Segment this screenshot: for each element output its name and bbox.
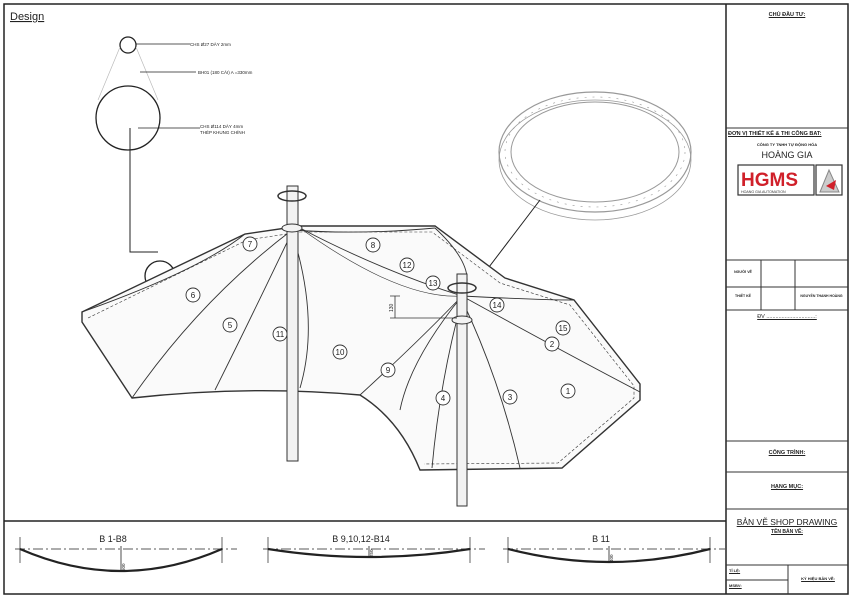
member-label-7: 7 <box>242 236 258 252</box>
item-label: HẠNG MỤC: <box>770 484 804 490</box>
section-title: B 9,10,12-B14 <box>332 534 390 544</box>
svg-text:4: 4 <box>441 394 446 403</box>
logo-text: HGMS <box>741 170 798 191</box>
hgms-logo: HGMS HOANG GIA AUTOMATION <box>737 164 843 196</box>
svg-text:14: 14 <box>493 301 502 310</box>
owner-label: CHỦ ĐẦU TƯ: <box>768 12 806 18</box>
svg-text:9: 9 <box>386 366 391 375</box>
svg-text:15: 15 <box>559 324 568 333</box>
canopy-frame <box>81 225 641 471</box>
svg-text:2: 2 <box>550 340 555 349</box>
drawing-type: BẢN VẼ SHOP DRAWING <box>736 517 838 527</box>
member-label-2: 2 <box>544 336 560 352</box>
pipe-detail <box>95 36 200 292</box>
row2-label: THIẾT KẾ <box>735 294 751 298</box>
section-dim: 400 <box>609 554 614 562</box>
svg-text:10: 10 <box>336 348 345 357</box>
sheet-border <box>3 3 849 595</box>
svg-text:13: 13 <box>429 279 438 288</box>
section-title: B 11 <box>592 534 610 544</box>
column-dim: 130 <box>389 303 395 312</box>
contractor-label: ĐƠN VỊ THIẾT KẾ & THI CÔNG BAT: <box>728 131 822 137</box>
row2-value: NGUYỄN THANH HOÀNG <box>800 294 843 298</box>
section-dim: 500 <box>121 563 126 571</box>
svg-text:8: 8 <box>371 241 376 250</box>
svg-text:6: 6 <box>191 291 196 300</box>
columns <box>277 185 477 507</box>
member-label-3: 3 <box>502 389 518 405</box>
member-label-15: 15 <box>555 320 571 336</box>
company-line: CÔNG TY TNHH TỰ ĐỘNG HÓA <box>756 142 818 147</box>
svg-text:12: 12 <box>403 261 412 270</box>
svg-text:5: 5 <box>228 321 233 330</box>
drawing-name-label: TÊN BẢN VẼ: <box>771 529 803 535</box>
scale-label: TỈ LỆ: <box>729 568 741 573</box>
member-label-12: 12 <box>399 257 415 273</box>
member-label-8: 8 <box>365 237 381 253</box>
member-label-1: 1 <box>560 383 576 399</box>
svg-text:7: 7 <box>248 240 253 249</box>
svg-text:3: 3 <box>508 393 513 402</box>
member-label-5: 5 <box>222 317 238 333</box>
section-2: B 9,10,12-B14 250 <box>263 534 485 563</box>
unit-label: ĐV ................................: <box>757 314 817 320</box>
sheet-no-label: MSBV: <box>729 583 742 588</box>
section-1: B 1-B8 500 <box>15 534 237 573</box>
svg-text:11: 11 <box>276 330 285 339</box>
row1-label: NGƯỜI VẼ <box>734 270 752 274</box>
project-label: CÔNG TRÌNH: <box>768 450 806 456</box>
ring-detail <box>469 91 692 293</box>
member-label-10: 10 <box>332 344 348 360</box>
member-label-4: 4 <box>435 390 451 406</box>
sheet-label: Design <box>10 11 44 23</box>
title-block-grid <box>726 127 848 594</box>
company-name: HOÀNG GIA <box>761 150 813 160</box>
sign-label: KÝ HIỆU BẢN VẼ: <box>801 576 835 581</box>
member-label-9: 9 <box>380 362 396 378</box>
member-label-13: 13 <box>425 275 441 291</box>
section-title: B 1-B8 <box>99 534 127 544</box>
section-dim: 250 <box>369 549 374 557</box>
member-label-14: 14 <box>489 297 505 313</box>
section-3: B 11 400 <box>503 534 725 564</box>
member-label-6: 6 <box>185 287 201 303</box>
callout-bottom-2: THÉP KHUNG CHÍNH <box>200 129 245 135</box>
callout-top: CHS Ø27 DÀY 2mm <box>190 41 231 47</box>
member-label-11: 11 <box>272 326 288 342</box>
callout-bottom-1: CHS Ø114 DÀY 4mm <box>200 123 243 129</box>
svg-text:1: 1 <box>566 387 571 396</box>
callout-mid: BH01 (180 CÁI) A =330mm <box>198 69 253 75</box>
logo-sub: HOANG GIA AUTOMATION <box>741 190 786 194</box>
